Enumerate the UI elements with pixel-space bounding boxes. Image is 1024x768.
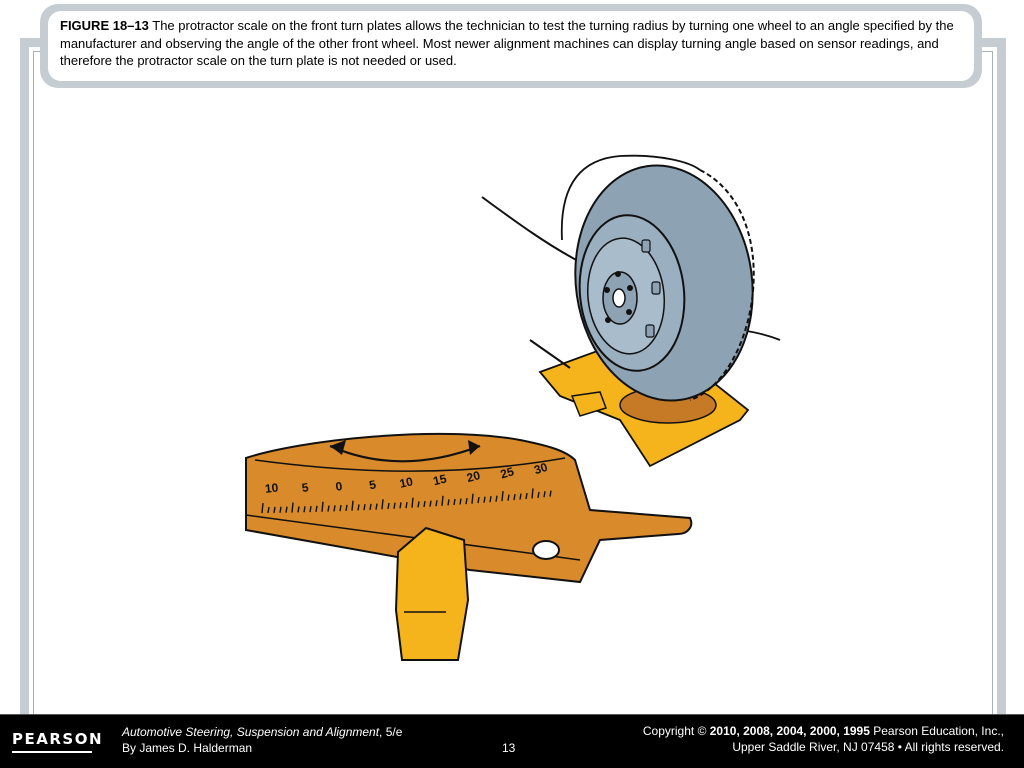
scale-tick — [327, 505, 330, 512]
scale-tick — [375, 503, 378, 510]
slide-footer: PEARSON Automotive Steering, Suspension … — [0, 714, 1024, 768]
scale-tick — [483, 496, 486, 503]
vehicle-outline-line — [481, 196, 581, 263]
scale-tick — [411, 497, 414, 508]
scale-tick — [357, 504, 360, 511]
scale-label: 10 — [264, 480, 279, 495]
scale-tick — [447, 499, 450, 506]
scale-tick — [435, 500, 438, 507]
scale-label: 5 — [368, 477, 377, 492]
scale-tick — [453, 498, 456, 506]
page-number: 13 — [502, 741, 516, 755]
scale-tick — [465, 497, 468, 505]
scale-tick — [459, 498, 462, 505]
tire — [574, 164, 755, 402]
book-author: By James D. Halderman — [122, 741, 253, 755]
scale-tick — [393, 502, 396, 509]
book-title: Automotive Steering, Suspension and Alig… — [122, 725, 403, 739]
scale-tick — [309, 505, 312, 513]
scale-tick — [531, 488, 534, 499]
scale-tick — [285, 506, 288, 513]
fender-outline-line — [560, 154, 701, 241]
protractor-plate: 10 5 0 5 10 15 20 25 30 — [245, 432, 693, 584]
protractor-scale-labels: 10 5 0 5 10 15 20 25 30 — [264, 460, 549, 496]
scale-tick — [471, 493, 474, 504]
scale-tick — [537, 491, 540, 498]
scale-tick — [495, 495, 498, 502]
scale-label: 20 — [465, 468, 482, 485]
scale-tick — [351, 500, 354, 511]
scale-label: 0 — [334, 479, 343, 494]
scale-tick — [441, 495, 444, 506]
scale-tick — [303, 506, 306, 513]
protractor-turn-plate-illustration: 10 5 0 5 10 15 20 25 30 — [245, 154, 781, 661]
scale-tick — [507, 494, 510, 501]
scale-label: 5 — [301, 480, 310, 495]
pearson-logo-underline — [12, 751, 92, 753]
scale-tick — [381, 499, 384, 510]
scale-tick — [543, 491, 546, 498]
scale-tick — [477, 497, 480, 504]
pearson-logo: PEARSON — [12, 730, 104, 748]
caption-text: The protractor scale on the front turn p… — [60, 18, 954, 68]
scale-tick — [291, 502, 294, 513]
protractor-tick-marks — [261, 488, 552, 514]
scale-tick — [261, 502, 264, 514]
scale-tick — [345, 504, 348, 512]
scale-tick — [333, 505, 336, 512]
scale-tick — [513, 493, 516, 501]
figure-caption: FIGURE 18–13 The protractor scale on the… — [48, 11, 974, 81]
scale-tick — [525, 492, 528, 500]
scale-label: 25 — [499, 464, 516, 481]
scale-tick — [417, 501, 420, 508]
scale-tick — [369, 503, 372, 511]
rotation-arrow — [329, 444, 481, 463]
scale-tick — [399, 502, 402, 509]
scale-tick — [297, 506, 300, 513]
scale-tick — [519, 493, 522, 500]
scale-tick — [405, 501, 408, 509]
scale-tick — [489, 496, 492, 503]
turn-plate-pointer-line — [529, 339, 571, 369]
scale-tick — [315, 505, 318, 513]
scale-tick — [363, 504, 366, 511]
scale-tick — [387, 502, 390, 510]
scale-tick — [423, 500, 426, 508]
copyright-address: Upper Saddle River, NJ 07458 • All right… — [732, 740, 1004, 754]
scale-tick — [267, 506, 270, 514]
copyright-line: Copyright © 2010, 2008, 2004, 2000, 1995… — [642, 724, 1004, 738]
scale-tick — [549, 490, 552, 497]
scale-tick — [279, 506, 282, 513]
pointer-arm — [394, 526, 470, 661]
scale-tick — [321, 501, 324, 512]
figure-label: FIGURE 18–13 — [60, 18, 149, 33]
scale-tick — [429, 500, 432, 507]
scale-tick — [501, 491, 504, 502]
scale-label: 10 — [398, 474, 414, 491]
scale-label: 30 — [532, 460, 549, 478]
plate-hole — [532, 540, 560, 560]
scale-label: 15 — [432, 471, 449, 488]
scale-tick — [339, 505, 342, 512]
scale-tick — [273, 506, 276, 513]
